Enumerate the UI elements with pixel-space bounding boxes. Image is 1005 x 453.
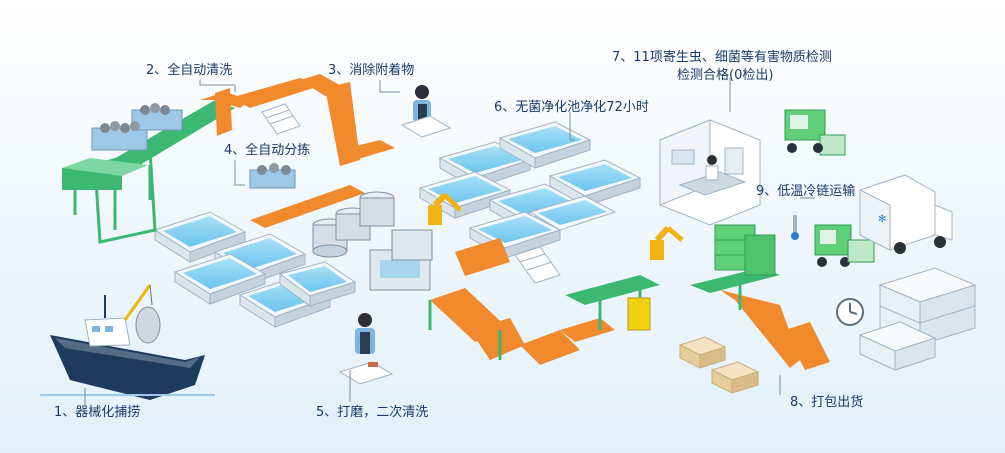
worker-polishing — [338, 313, 394, 385]
cold-chain-truck: ✻ — [859, 174, 953, 254]
inspection-lab — [659, 119, 761, 226]
step-7-label-line2: 检测合格(0检出) — [677, 68, 774, 83]
step-3-label: 3、消除附着物 — [328, 63, 415, 78]
step-9-label: 9、低温冷链运输 — [756, 184, 856, 199]
step-2-label: 2、全自动清洗 — [146, 63, 233, 78]
robot-arms — [428, 192, 684, 331]
purification-pools-center — [418, 121, 642, 259]
pool — [153, 211, 247, 263]
thermometer-icon — [791, 215, 799, 240]
fishing-boat — [40, 284, 215, 400]
crate-stack — [714, 224, 776, 276]
step-4-label: 4、全自动分拣 — [224, 143, 311, 158]
snowflake-icon: ✻ — [878, 214, 886, 225]
worker-removing-attachments — [400, 85, 452, 138]
step-6-label: 6、无菌净化池净化72小时 — [494, 100, 649, 115]
pool — [498, 121, 592, 169]
box-stacks — [858, 267, 977, 371]
scallop-crates — [91, 103, 296, 189]
forklift-bottom — [814, 224, 875, 267]
pool — [278, 261, 357, 307]
pool — [173, 253, 267, 305]
step-1-label: 1、器械化捕捞 — [54, 405, 141, 420]
step-8-label: 8、打包出货 — [790, 395, 864, 410]
conveyor-lines — [62, 74, 830, 370]
purification-pools-left — [153, 211, 357, 328]
washing-tanks — [312, 191, 433, 291]
step-7-label-line1: 7、11项寄生虫、细菌等有害物质检测 — [612, 50, 832, 65]
clock-icon — [836, 298, 864, 326]
pool — [528, 195, 617, 231]
stairs — [261, 103, 561, 284]
packing-boxes — [678, 336, 760, 394]
forklift-top — [784, 109, 846, 156]
leader-lines — [84, 78, 815, 405]
step-5-label: 5、打磨，二次清洗 — [316, 405, 429, 420]
